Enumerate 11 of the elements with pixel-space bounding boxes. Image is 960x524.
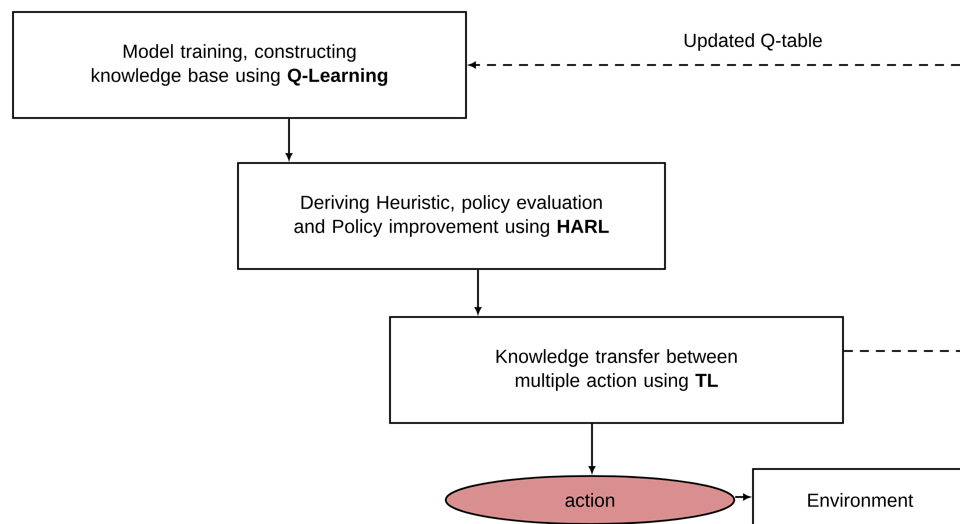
edge-label: Updated Q-table: [681, 31, 825, 53]
arrow: [474, 270, 482, 314]
dashed-arrow: [469, 62, 960, 68]
arrow: [588, 424, 596, 473]
arrow: [286, 118, 292, 160]
process-box: Knowledge transfer between multiple action using TL: [389, 316, 844, 424]
process-box: Deriving Heuristic, policy evaluation and Policy improvement using HARL: [237, 162, 666, 270]
process-box: Model training, constructing knowledge base using Q-Learning: [12, 11, 467, 119]
dashed-line: [844, 350, 960, 352]
arrow: [735, 494, 750, 500]
process-box: Environment: [752, 468, 960, 524]
